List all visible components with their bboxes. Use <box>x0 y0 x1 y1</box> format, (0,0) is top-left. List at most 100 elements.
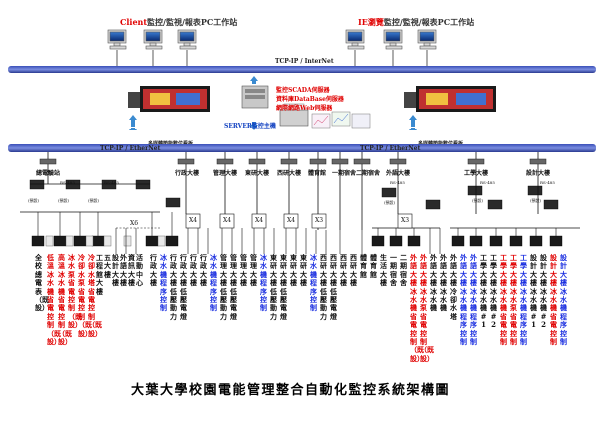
video-wall-left <box>128 86 210 112</box>
spare-label: (預設) <box>58 198 70 203</box>
internet-bus-label: TCP-IP / InterNet <box>275 58 334 65</box>
rs485-label: RS-485 <box>390 180 405 185</box>
device-column: 西研大樓低壓動力 <box>320 253 327 321</box>
column-drops <box>37 212 557 254</box>
multiplier-label: X6 <box>130 220 139 227</box>
device-column: 東研大樓低壓電燈 <box>280 253 287 321</box>
multiplier-label: X4 <box>287 217 296 224</box>
client-accent: Client <box>120 17 148 27</box>
panel-icons <box>45 235 166 247</box>
building-switches <box>39 158 547 165</box>
building-label: 二期宿舍 <box>356 170 381 177</box>
ie-accent: IE瀏覽 <box>358 17 384 27</box>
device-column: 外語大樓冰水機程序控制 <box>460 253 467 347</box>
multiplier-boxes <box>185 213 413 229</box>
device-column: 外語大樓冷卻水塔 <box>450 253 457 321</box>
device-column: 設計大樓冰水機#1 <box>530 253 537 330</box>
device-column: 冰水機程序控制 <box>210 253 217 313</box>
device-column: 冰水機程序控制 <box>260 253 267 313</box>
diagram-title: 大葉大學校園電能管理整合自動化監控系統架構圖 <box>131 383 451 398</box>
pc-monitor-icons <box>107 29 437 50</box>
rs485-label: RS-485 <box>540 180 555 185</box>
client-rest: 監控/監視/報表PC工作站 <box>147 17 238 27</box>
device-column: 設計大樓冰水機省電控制 <box>550 253 557 347</box>
rs485-trunks <box>20 168 580 230</box>
device-column: 西研大樓 <box>350 253 357 288</box>
spare-label: (預設) <box>28 198 40 203</box>
device-column: 東研大樓低壓動力 <box>270 253 277 321</box>
internet-bus <box>8 66 596 73</box>
spare-label: (預設) <box>530 198 542 203</box>
device-column: 外語大樓 <box>120 253 127 288</box>
device-column: 外語大樓冰水機省電控制（既設） <box>410 253 424 363</box>
server-role-web: 網際網路Web伺服器 <box>276 105 333 112</box>
device-column: 工學大樓冰水泵省電控制 <box>510 253 517 347</box>
field-network-graphics <box>8 144 596 254</box>
rs485-label: RS-485 <box>480 180 495 185</box>
spare-label: (預設) <box>384 200 396 205</box>
building-label: 設計大樓 <box>526 170 551 177</box>
server-role-database: 資料庫DataBase伺服器 <box>276 96 344 103</box>
ethernet-bus-label-right: TCP-IP / EtherNet <box>360 145 421 152</box>
device-column: 冰水機程序控制 <box>160 253 167 313</box>
device-column: 外語大樓冰水泵省電控制（既設） <box>420 253 434 363</box>
multiplier-label: X4 <box>189 217 198 224</box>
device-column: 行政大樓 <box>150 253 157 288</box>
device-column: 西研大樓 <box>340 253 347 288</box>
top-network-graphics <box>8 29 596 130</box>
building-label: 體育館 <box>308 170 327 177</box>
multiplier-label: X4 <box>255 217 264 224</box>
device-column: 全校總電表（既設） <box>35 253 49 313</box>
server-icon <box>241 85 309 127</box>
device-column: 工程館大樓 <box>96 253 103 296</box>
device-column: 高溫冰水機省電控制（既設） <box>58 253 72 347</box>
workstation-links <box>116 50 428 66</box>
building-label: 總電驗站 <box>36 170 61 177</box>
device-column: 五大樓 <box>104 253 111 279</box>
device-column: 東研大樓 <box>290 253 297 288</box>
device-column: 資訊大樓 <box>128 253 135 288</box>
server-role-scada: 監控SCADA伺服器 <box>276 87 330 94</box>
video-wall-right <box>404 86 496 112</box>
device-column: 低溫冰水機省電控制（既設） <box>47 253 61 347</box>
device-column: 管理大樓 <box>250 253 257 288</box>
ethernet-bus <box>8 144 596 152</box>
device-column: 冰水泵省電控制（既設） <box>68 253 82 330</box>
device-column: 外語大樓冰水機 <box>430 253 437 313</box>
ie-rest: 監控/監視/報表PC工作站 <box>383 17 475 27</box>
device-column: 設計大樓 <box>112 253 119 288</box>
multiplier-label: X3 <box>315 217 324 224</box>
bus-arrows <box>129 76 417 130</box>
device-column: 東研大樓 <box>300 253 307 288</box>
device-column: 設計大樓冰水機程序控制 <box>560 253 567 347</box>
device-column: 冷卻水塔省電控制（既設） <box>88 253 102 338</box>
device-column: 體育館 <box>370 253 377 279</box>
building-label: 管理大樓 <box>213 170 238 177</box>
ethernet-bus-label: TCP-IP / EtherNet <box>100 145 161 152</box>
device-column: 工學大樓冰水機#2 <box>490 253 497 330</box>
building-label: 西研大樓 <box>277 170 302 177</box>
meter-row <box>31 235 563 247</box>
rs485-label: RS-485 <box>104 180 119 185</box>
device-column: 體育館 <box>360 253 367 279</box>
spare-label: (預設) <box>472 198 484 203</box>
device-column: 行政大樓 <box>190 253 197 288</box>
controllers <box>29 179 559 210</box>
device-column: 工學大樓冰水機#1 <box>480 253 487 330</box>
client-workstation-label: Client監控/監視/報表PC工作站 <box>120 17 237 28</box>
building-label: 行政大樓 <box>175 170 200 177</box>
device-column: 行政大樓低壓電燈 <box>180 253 187 321</box>
multiplier-label: X4 <box>223 217 232 224</box>
ie-workstation-label: IE瀏覽監控/監視/報表PC工作站 <box>358 17 474 28</box>
device-column: 冰水機程序控制 <box>310 253 317 313</box>
device-column: 冷卻水泵省電控制（既設） <box>78 253 92 338</box>
device-column: 行政大樓 <box>200 253 207 288</box>
device-column: 二期宿舍 <box>400 253 407 288</box>
server-roles: 監控SCADA伺服器 資料庫DataBase伺服器 網際網路Web伺服器 <box>276 86 344 113</box>
device-column: 生活大樓 <box>380 253 387 288</box>
device-column: 工學大樓冰水機程序控制 <box>520 253 527 347</box>
device-column: 一期宿舍 <box>390 253 397 288</box>
rs485-label: RS-485 <box>60 180 75 185</box>
device-column: 外語大樓冰水機程序控制 <box>470 253 477 347</box>
device-column: 西研大樓低壓電燈 <box>330 253 337 321</box>
